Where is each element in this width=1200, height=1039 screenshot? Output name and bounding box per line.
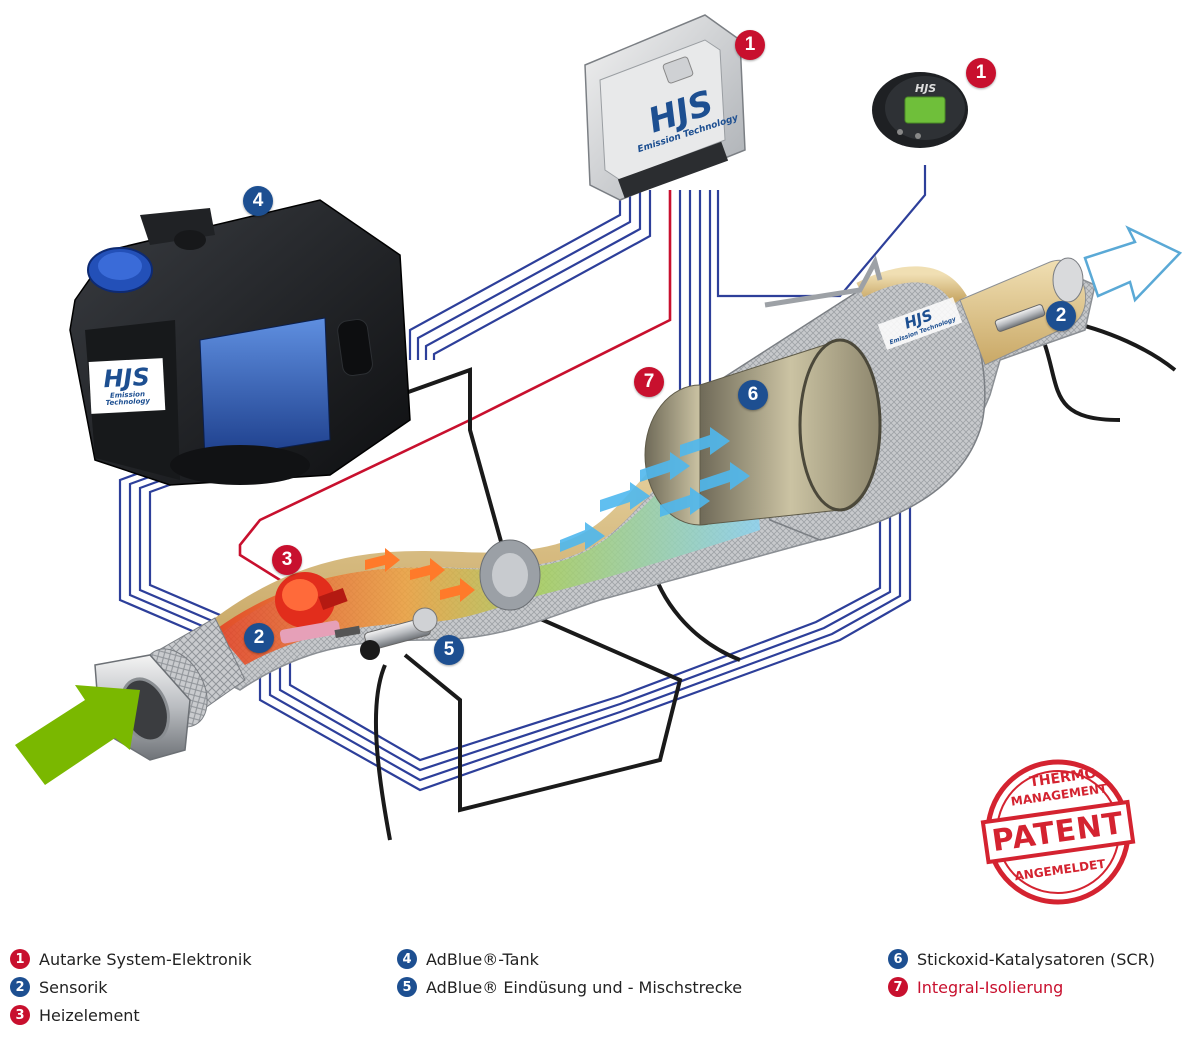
legend-item-5: 5 AdBlue® Eindüsung und - Mischstrecke xyxy=(397,973,742,1001)
patent-stamp-graphic xyxy=(980,759,1136,905)
display-logo-text: HJS xyxy=(915,82,937,95)
legend-label: Autarke System-Elektronik xyxy=(39,949,252,969)
display-unit xyxy=(872,72,968,148)
legend-item-3: 3 Heizelement xyxy=(10,1001,252,1029)
legend-number: 1 xyxy=(10,949,30,969)
legend-number: 3 xyxy=(10,1005,30,1025)
heater-cable xyxy=(238,190,672,582)
legend-label: Integral-Isolierung xyxy=(917,977,1064,997)
display-logo: HJS xyxy=(915,83,936,94)
legend: 1 Autarke System-Elektronik 2 Sensorik 3 He… xyxy=(0,945,1200,1039)
injector xyxy=(360,607,438,660)
legend-item-7: 7 Integral-Isolierung xyxy=(888,973,1155,1001)
marker-ecu: 1 xyxy=(735,30,765,60)
legend-label: AdBlue®-Tank xyxy=(426,949,539,969)
legend-label: Stickoxid-Katalysatoren (SCR) xyxy=(917,949,1155,969)
legend-number: 4 xyxy=(397,949,417,969)
inflow-arrow xyxy=(15,685,140,785)
heat-arrows xyxy=(365,548,475,602)
marker-tank: 4 xyxy=(243,186,273,216)
wiring-harness xyxy=(118,165,927,792)
sensor-inlet xyxy=(279,620,361,644)
legend-item-6: 6 Stickoxid-Katalysatoren (SCR) xyxy=(888,945,1155,973)
legend-item-1: 1 Autarke System-Elektronik xyxy=(10,945,252,973)
legend-label: AdBlue® Eindüsung und - Mischstrecke xyxy=(426,977,743,997)
outflow-arrow xyxy=(1083,225,1183,303)
adblue-tank xyxy=(69,199,411,486)
marker-catalyst: 6 xyxy=(738,380,768,410)
stamp-bottom-text: ANGEMELDET xyxy=(1013,856,1107,884)
marker-sensor-outlet: 2 xyxy=(1046,301,1076,331)
marker-display: 1 xyxy=(966,58,996,88)
marker-injection: 5 xyxy=(434,635,464,665)
stamp-main-text: PATENT xyxy=(989,805,1127,860)
marker-sensor-inlet: 2 xyxy=(244,623,274,653)
tank-logo: HJS Emission Technology xyxy=(88,358,166,414)
ecu-unit xyxy=(584,14,746,201)
legend-item-2: 2 Sensorik xyxy=(10,973,252,1001)
legend-number: 6 xyxy=(888,949,908,969)
legend-item-4: 4 AdBlue®-Tank xyxy=(397,945,742,973)
legend-number: 5 xyxy=(397,977,417,997)
legend-label: Sensorik xyxy=(39,977,108,997)
tank-logo-text: HJS xyxy=(102,362,151,394)
marker-insulation: 7 xyxy=(634,367,664,397)
legend-column-3: 6 Stickoxid-Katalysatoren (SCR) 7 Integral… xyxy=(888,945,1155,1001)
marker-heater: 3 xyxy=(272,545,302,575)
sensor-outlet xyxy=(994,304,1046,332)
flow-arrows xyxy=(560,427,750,552)
legend-column-2: 4 AdBlue®-Tank 5 AdBlue® Eindüsung und - M… xyxy=(397,945,742,1001)
legend-number: 2 xyxy=(10,977,30,997)
exhaust-assembly xyxy=(94,255,1096,761)
patent-stamp: THERMO MANAGEMENT PATENT ANGEMELDET xyxy=(980,760,1138,908)
legend-number: 7 xyxy=(888,977,908,997)
legend-column-1: 1 Autarke System-Elektronik 2 Sensorik 3 He… xyxy=(10,945,252,1029)
legend-label: Heizelement xyxy=(39,1005,140,1025)
